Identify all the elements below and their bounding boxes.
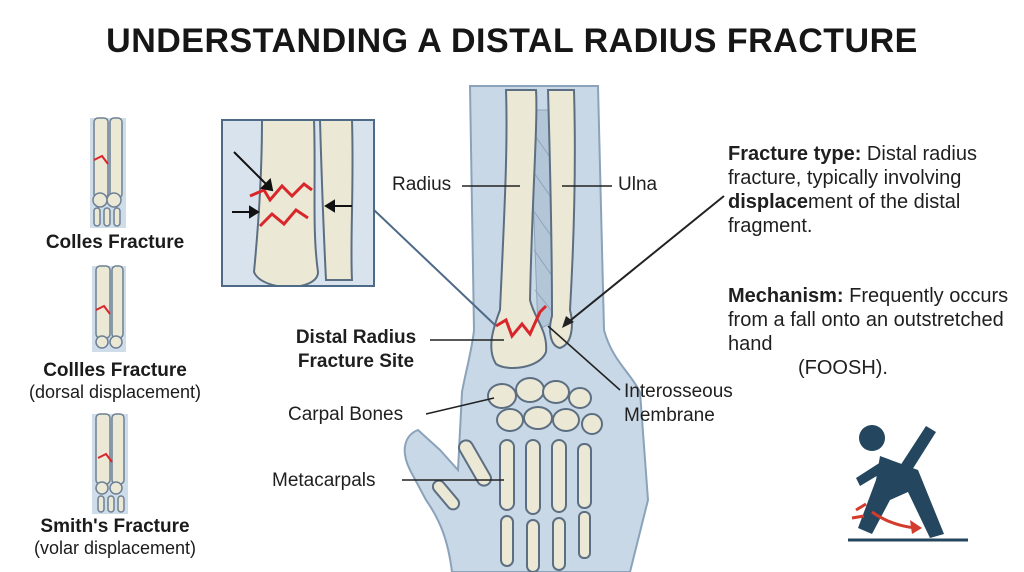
ulna-bone: [548, 90, 575, 348]
thumbnail-colles: [90, 118, 126, 228]
label-fracture-site: Distal Radius Fracture Site: [286, 326, 426, 374]
fall-figure-icon: [848, 425, 968, 540]
thumbnail-smith: [92, 414, 128, 514]
note-mechanism: Mechanism: Frequently occurs from a fall…: [728, 284, 1018, 380]
label-metacarpals: Metacarpals: [272, 470, 376, 492]
note-fracture-type: Fracture type: Distal radius fracture, t…: [728, 142, 1018, 238]
label-carpal-bones: Carpal Bones: [288, 404, 403, 426]
thumbnail-caption-1: Colles Fracture: [0, 232, 230, 254]
label-ulna: Ulna: [618, 174, 657, 196]
label-radius: Radius: [392, 174, 451, 196]
thumbnail-caption-2: Collles Fracture (dorsal displacement): [0, 360, 230, 403]
fracture-inset: [222, 120, 374, 287]
thumbnail-caption-3: Smith's Fracture (volar displacement): [0, 516, 230, 559]
label-interosseous-membrane: Interosseous Membrane: [624, 380, 733, 428]
